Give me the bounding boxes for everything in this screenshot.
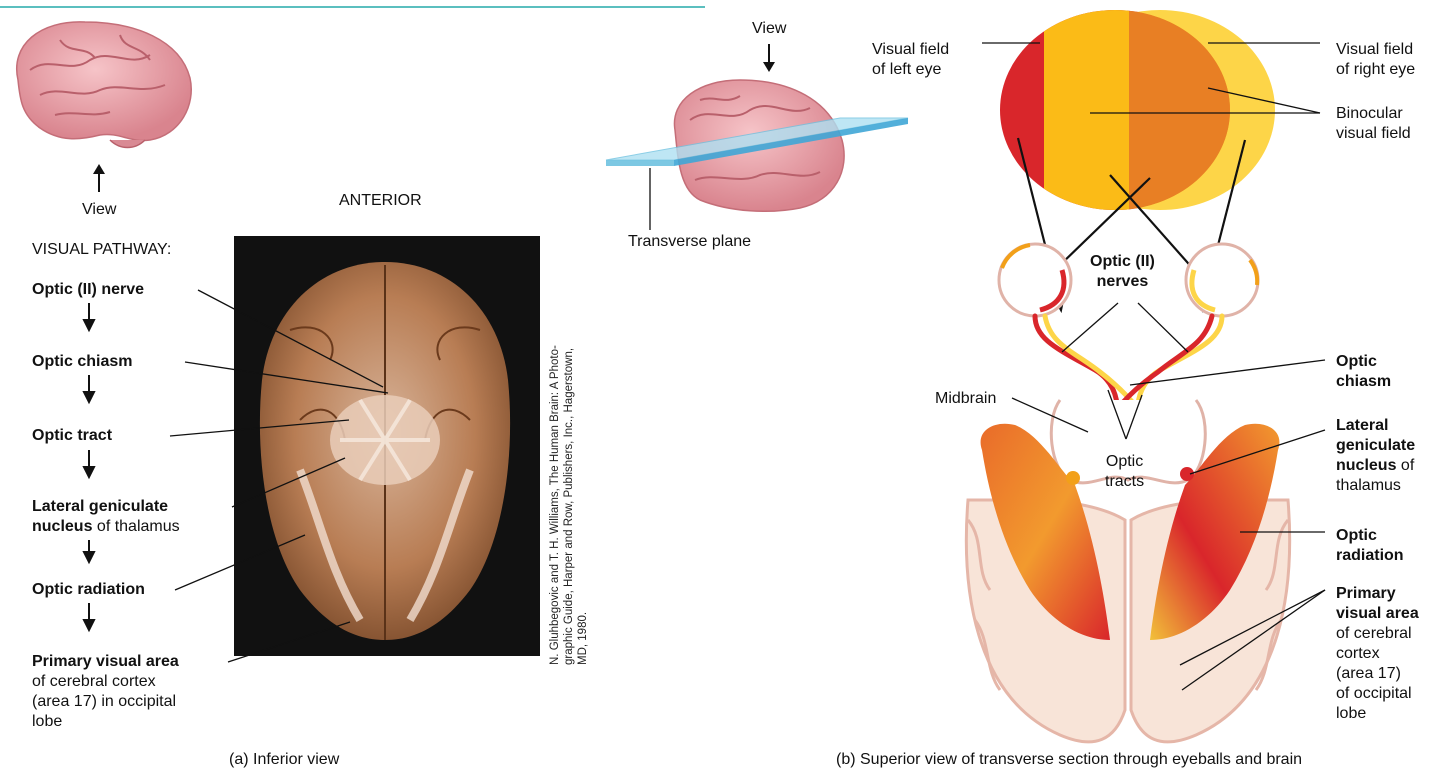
optic-radiation-line2: radiation — [1336, 547, 1404, 564]
lgn-rest: of — [1396, 457, 1414, 474]
lateral-brain-image — [17, 22, 192, 148]
lgn-label: Lateral geniculate nucleus of thalamus — [1336, 416, 1415, 496]
caption-a: (a) Inferior view — [229, 750, 339, 770]
step-primary-visual-line2: (area 17) in occipital — [32, 693, 176, 710]
primary-visual-line2: visual area — [1336, 605, 1419, 622]
lgn-last: thalamus — [1336, 477, 1401, 494]
transverse-plane-brain — [606, 80, 908, 211]
credit-line-1: N. Gluhbegovic and T. H. Williams, The H… — [549, 345, 561, 665]
binocular-line2: visual field — [1336, 125, 1411, 142]
view-label-b: View — [752, 19, 786, 39]
optic-radiation-line1: Optic — [1336, 527, 1377, 544]
step-lgn-line1: Lateral geniculate — [32, 498, 168, 515]
visual-field-right-line1: Visual field — [1336, 41, 1413, 58]
primary-visual-label: Primary visual area of cerebral cortex (… — [1336, 584, 1419, 724]
step-lgn-bold2: nucleus — [32, 518, 92, 535]
credit-line-3: MD, 1980. — [577, 612, 589, 665]
step-primary-visual: Primary visual area of cerebral cortex (… — [32, 652, 179, 732]
primary-visual-line5: (area 17) — [1336, 665, 1401, 682]
optic-tracts-label: Optic tracts — [1105, 452, 1144, 492]
step-optic-tract: Optic tract — [32, 426, 112, 446]
left-eyeball — [999, 244, 1071, 316]
visual-field-left-line2: of left eye — [872, 61, 941, 78]
optic-chiasm-label: Optic chiasm — [1336, 352, 1391, 392]
anterior-label: ANTERIOR — [339, 191, 422, 211]
optic-chiasm-line1: Optic — [1336, 353, 1377, 370]
step-lgn-rest: of thalamus — [92, 518, 179, 535]
step-optic-nerve: Optic (II) nerve — [32, 280, 144, 300]
primary-visual-line7: lobe — [1336, 705, 1366, 722]
optic-nerves-line1: Optic (II) — [1090, 253, 1155, 270]
step-lgn: Lateral geniculate nucleus of thalamus — [32, 497, 180, 537]
optic-nerves-line2: nerves — [1097, 273, 1149, 290]
lgn-line3: nucleus — [1336, 457, 1396, 474]
right-eyeball — [1186, 244, 1258, 316]
credit-line-2: graphic Guide, Harper and Row, Publisher… — [563, 348, 575, 665]
photo-credit: N. Gluhbegovic and T. H. Williams, The H… — [548, 345, 590, 665]
transverse-plane-label: Transverse plane — [628, 232, 751, 252]
lgn-line2: geniculate — [1336, 437, 1415, 454]
optic-tracts-line2: tracts — [1105, 473, 1144, 490]
lgn-line1: Lateral — [1336, 417, 1388, 434]
primary-visual-line3: of cerebral — [1336, 625, 1412, 642]
primary-visual-line4: cortex — [1336, 645, 1380, 662]
step-primary-visual-line1: of cerebral cortex — [32, 673, 156, 690]
optic-nerves-label: Optic (II) nerves — [1090, 252, 1155, 292]
view-label-a: View — [82, 200, 116, 220]
visual-field-right-line2: of right eye — [1336, 61, 1415, 78]
binocular-field-label: Binocular visual field — [1336, 104, 1411, 144]
midbrain-label: Midbrain — [935, 389, 996, 409]
optic-chiasm-line2: chiasm — [1336, 373, 1391, 390]
optic-tracts-line1: Optic — [1106, 453, 1143, 470]
caption-b: (b) Superior view of transverse section … — [836, 750, 1302, 770]
step-optic-radiation: Optic radiation — [32, 580, 145, 600]
primary-visual-line6: of occipital — [1336, 685, 1412, 702]
optic-radiation-label: Optic radiation — [1336, 526, 1404, 566]
visual-field-left-label: Visual field of left eye — [872, 40, 949, 80]
pathway-heading: VISUAL PATHWAY: — [32, 240, 171, 260]
binocular-line1: Binocular — [1336, 105, 1403, 122]
step-primary-visual-line3: lobe — [32, 713, 62, 730]
primary-visual-line1: Primary — [1336, 585, 1396, 602]
visual-field-right-label: Visual field of right eye — [1336, 40, 1415, 80]
visual-field-left-line1: Visual field — [872, 41, 949, 58]
inferior-brain-photo — [234, 236, 540, 656]
step-primary-visual-title: Primary visual area — [32, 653, 179, 670]
step-optic-chiasm: Optic chiasm — [32, 352, 132, 372]
